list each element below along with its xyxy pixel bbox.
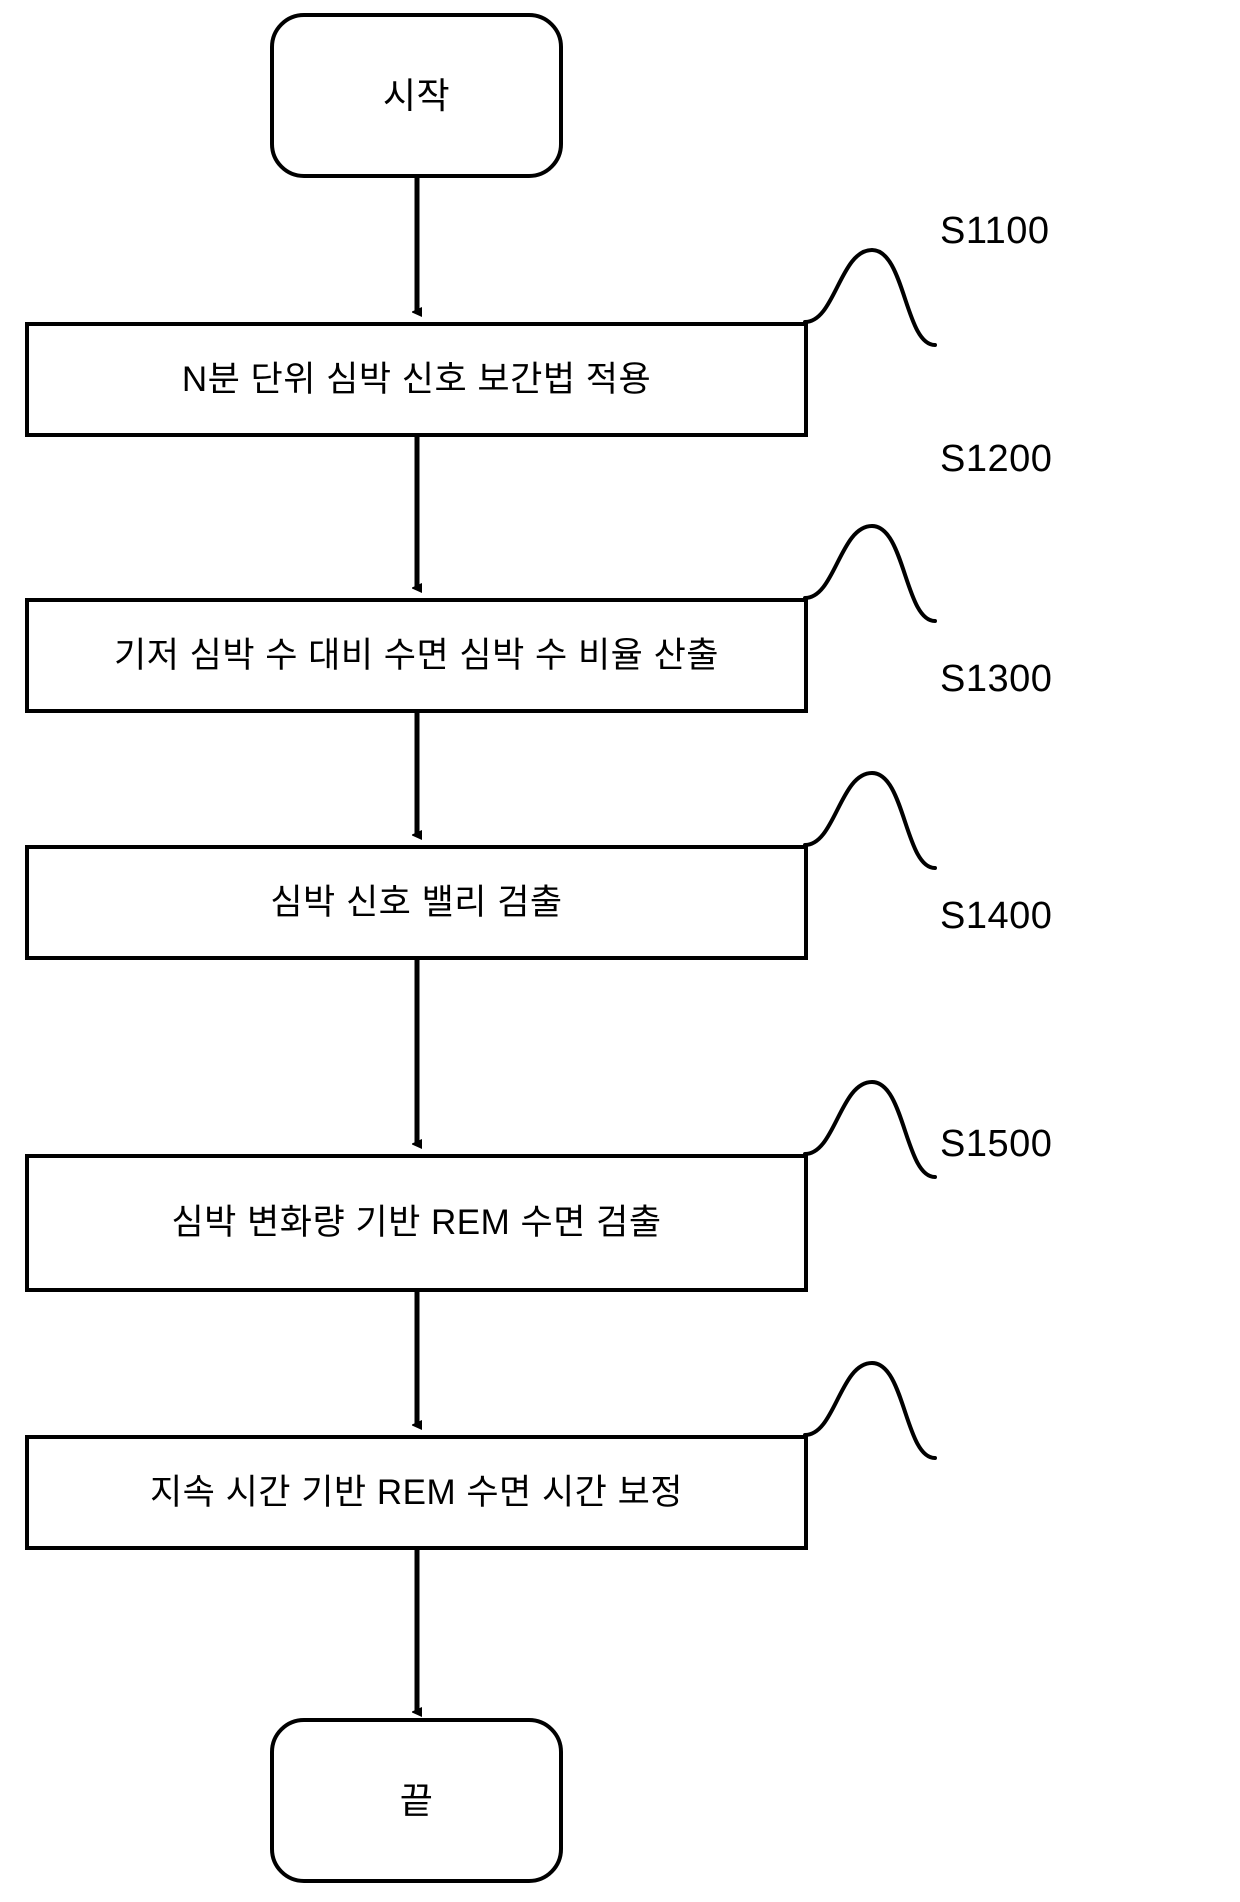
node-process-s1300[interactable]: 심박 신호 밸리 검출 [25,845,808,960]
leader-squiggle-s1100 [803,247,937,347]
node-process-s1400[interactable]: 심박 변화량 기반 REM 수면 검출 [25,1154,808,1292]
node-start[interactable]: 시작 [270,13,563,178]
node-process-s1400-label: 심박 변화량 기반 REM 수면 검출 [171,1203,662,1242]
step-tag-s1200: S1200 [940,438,1053,480]
leader-squiggle-s1500 [803,1360,937,1460]
node-process-s1100-label: N분 단위 심박 신호 보간법 적용 [181,359,652,399]
node-start-label: 시작 [382,74,451,116]
node-process-s1200[interactable]: 기저 심박 수 대비 수면 심박 수 비율 산출 [25,598,808,713]
leader-squiggle-s1400 [803,1079,937,1179]
leader-squiggle-s1200 [803,523,937,623]
step-tag-s1400: S1400 [940,895,1053,937]
leader-squiggle-s1300 [803,770,937,870]
node-process-s1500[interactable]: 지속 시간 기반 REM 수면 시간 보정 [25,1435,808,1550]
node-process-s1300-label: 심박 신호 밸리 검출 [270,882,563,922]
node-end[interactable]: 끝 [270,1718,563,1883]
node-process-s1500-label: 지속 시간 기반 REM 수면 시간 보정 [149,1472,684,1512]
step-tag-s1500: S1500 [940,1123,1053,1165]
node-process-s1100[interactable]: N분 단위 심박 신호 보간법 적용 [25,322,808,437]
node-process-s1200-label: 기저 심박 수 대비 수면 심박 수 비율 산출 [114,635,719,675]
node-end-label: 끝 [399,1779,434,1821]
step-tag-s1100: S1100 [940,210,1050,252]
step-tag-s1300: S1300 [940,658,1053,700]
